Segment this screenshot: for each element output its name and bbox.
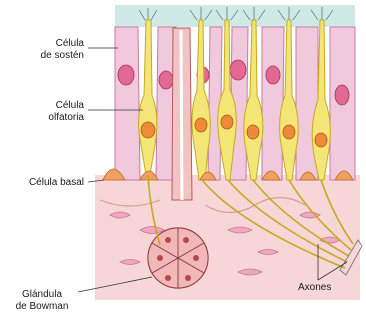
label-bowman-gland-line1: Glándula [4, 289, 80, 301]
duct-lumen [181, 30, 182, 200]
label-bowman-gland-line2: de Bowman [4, 301, 80, 313]
label-olfactory-cell-line1: Célula [14, 100, 84, 112]
label-support-cell: Célula de sostén [14, 38, 84, 62]
label-olfactory-cell-line2: olfatoria [14, 112, 84, 124]
label-axons: Axones [298, 282, 358, 294]
label-olfactory-cell: Célula olfatoria [14, 100, 84, 124]
label-support-cell-line1: Célula [14, 38, 84, 50]
label-basal-cell: Célula basal [4, 177, 84, 189]
label-bowman-gland: Glándula de Bowman [4, 289, 80, 313]
label-support-cell-line2: de sostén [14, 50, 84, 62]
bowman-gland [148, 228, 208, 288]
